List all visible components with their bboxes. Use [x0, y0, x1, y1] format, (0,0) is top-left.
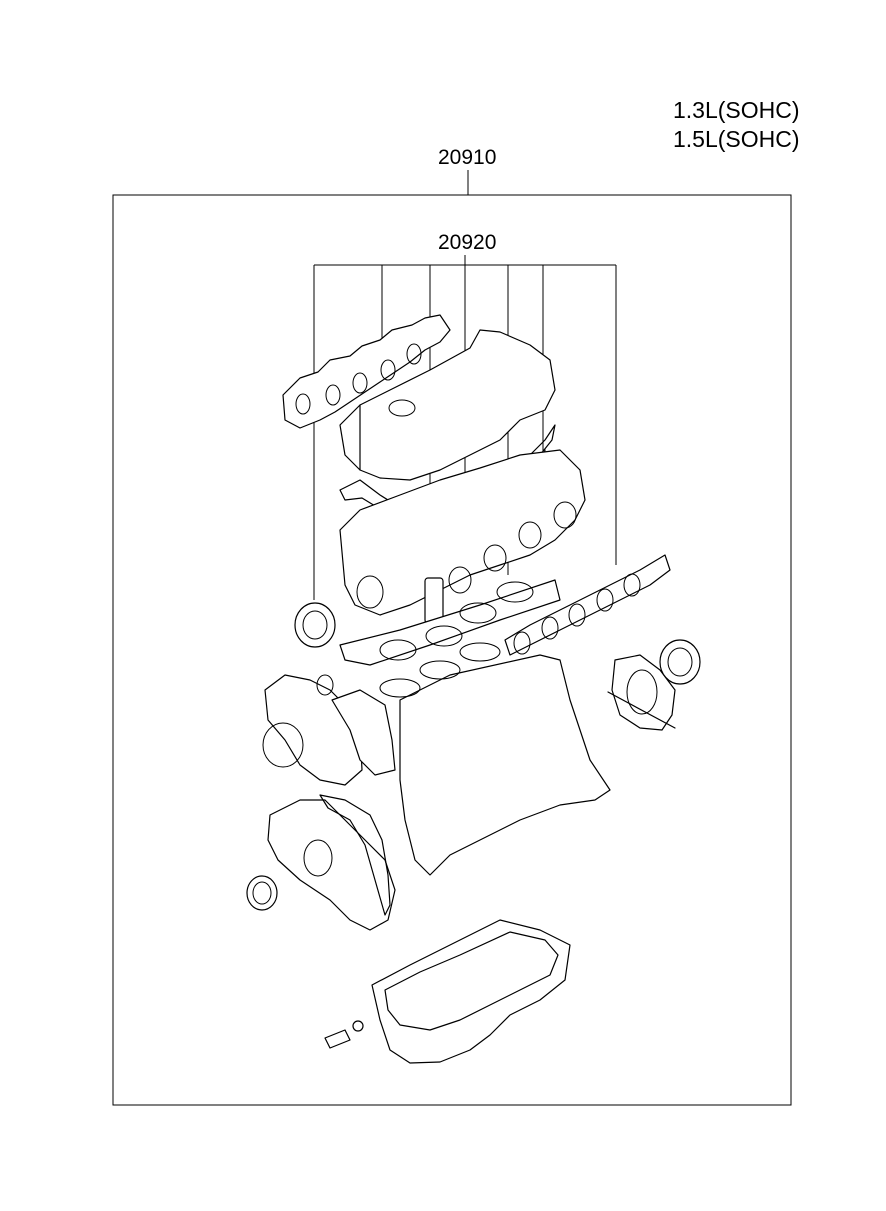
oil-pan: [371, 919, 571, 1064]
kit-boundary-box: [112, 194, 792, 1106]
thermostat-gasket[interactable]: [424, 577, 444, 624]
callout-20910[interactable]: 20910: [438, 146, 496, 169]
exhaust-manifold-gasket[interactable]: [504, 554, 671, 656]
variant-label-2: 1.5L(SOHC): [673, 126, 800, 152]
rear-oil-seal-housing[interactable]: [607, 654, 676, 731]
intake-manifold-gasket[interactable]: [282, 314, 451, 429]
water-pump: [262, 674, 363, 786]
rear-crankshaft-oil-seal[interactable]: [659, 639, 701, 685]
cylinder-head-gasket[interactable]: [339, 579, 561, 666]
variant-label-1: 1.3L(SOHC): [673, 97, 800, 123]
callout-20920[interactable]: 20920: [438, 231, 496, 254]
cylinder-head: [339, 449, 586, 616]
cylinder-block: [379, 642, 611, 876]
front-crankshaft-oil-seal[interactable]: [246, 875, 278, 911]
timing-cover: [267, 799, 396, 931]
camshaft-oil-seal[interactable]: [294, 602, 336, 648]
timing-cover-gasket[interactable]: [319, 794, 391, 916]
drain-plug-bolt[interactable]: [324, 1020, 364, 1049]
water-pump-gasket[interactable]: [331, 689, 396, 776]
cylinder-head-cover: [339, 329, 556, 481]
